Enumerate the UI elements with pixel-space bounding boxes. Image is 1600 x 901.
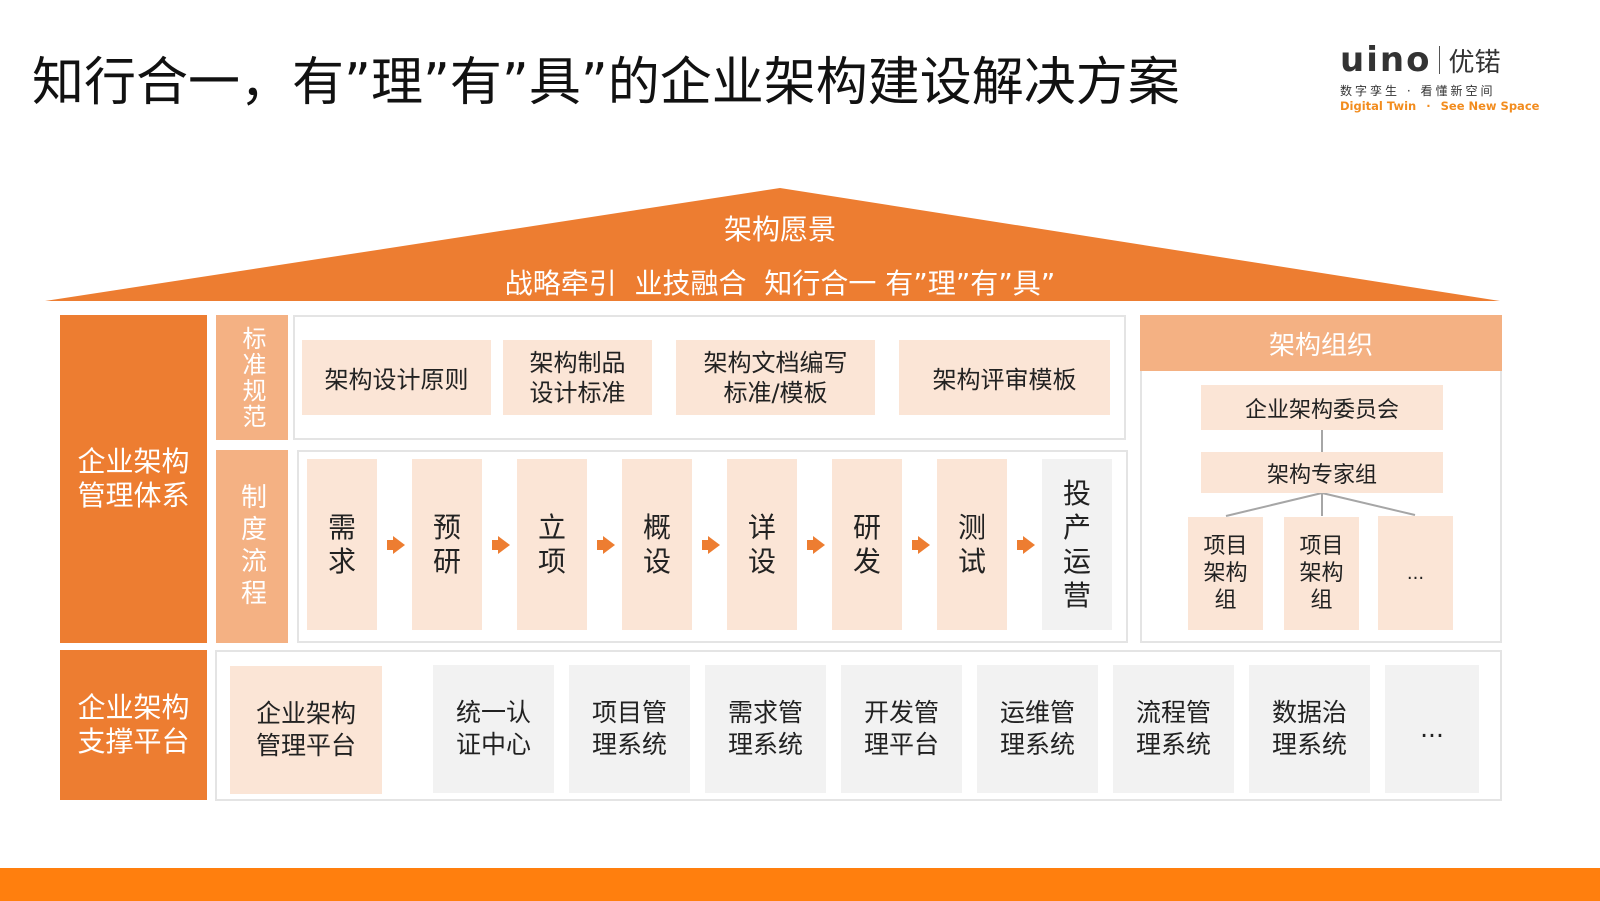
platform-item: 流程管理系统 xyxy=(1113,665,1234,793)
platform-item: 项目管理系统 xyxy=(569,665,690,793)
org-child: 项目架构组 xyxy=(1188,517,1263,630)
process-panel xyxy=(297,450,1128,643)
roof-triangle xyxy=(45,188,1500,301)
process-step: 立项 xyxy=(517,459,587,630)
platform-item: 开发管理平台 xyxy=(841,665,962,793)
logo-slogan-en-1: Digital Twin xyxy=(1340,99,1417,113)
process-step: 预研 xyxy=(412,459,482,630)
bottom-bar xyxy=(0,868,1600,901)
org-connectors xyxy=(1225,430,1416,517)
org-child: ... xyxy=(1378,516,1453,630)
platform-item: 数据治理系统 xyxy=(1249,665,1370,793)
logo-slogan-en-2: See New Space xyxy=(1440,99,1540,113)
platform-item: 统一认证中心 xyxy=(433,665,554,793)
platform-item: ... xyxy=(1385,665,1479,793)
arrow-right-icon xyxy=(597,536,615,554)
organization-header: 架构组织 xyxy=(1140,315,1502,371)
standards-label: 标准规范 xyxy=(216,315,288,440)
process-step: 详设 xyxy=(727,459,797,630)
process-step: 测试 xyxy=(937,459,1007,630)
process-step: 需求 xyxy=(307,459,377,630)
standard-item: 架构文档编写标准/模板 xyxy=(676,340,875,415)
standard-item: 架构设计原则 xyxy=(302,340,491,415)
platform-item: 运维管理系统 xyxy=(977,665,1098,793)
logo-cn: 优锘 xyxy=(1448,47,1501,78)
platform-label: 企业架构支撑平台 xyxy=(60,650,207,800)
logo-slogan-cn: 数字孪生 · 看懂新空间 xyxy=(1340,84,1496,98)
org-committee: 企业架构委员会 xyxy=(1201,385,1443,430)
page-title: 知行合一，有”理”有”具”的企业架构建设解决方案 xyxy=(32,53,1180,113)
standards-panel xyxy=(293,315,1126,440)
logo: UINO 优锘 数字孪生 · 看懂新空间 Digital Twin · See … xyxy=(1340,40,1539,113)
management-label: 企业架构管理体系 xyxy=(60,315,207,643)
platform-item: 企业架构管理平台 xyxy=(230,666,382,794)
roof-subtitle: 战略牵引 业技融合 知行合一 有”理”有”具” xyxy=(504,267,1056,300)
roof-title: 架构愿景 xyxy=(723,213,836,246)
platform-panel xyxy=(215,650,1502,801)
arrow-right-icon xyxy=(492,536,510,554)
standard-item: 架构评审模板 xyxy=(899,340,1110,415)
process-step: 投产运营 xyxy=(1042,459,1112,630)
arrow-right-icon xyxy=(387,536,405,554)
process-label: 制度流程 xyxy=(216,450,288,643)
logo-brand: UINO xyxy=(1340,40,1432,80)
process-step: 概设 xyxy=(622,459,692,630)
arrow-right-icon xyxy=(912,536,930,554)
platform-item: 需求管理系统 xyxy=(705,665,826,793)
standard-item: 架构制品设计标准 xyxy=(503,340,652,415)
arrow-right-icon xyxy=(702,536,720,554)
arrow-right-icon xyxy=(807,536,825,554)
process-step: 研发 xyxy=(832,459,902,630)
arrow-right-icon xyxy=(1017,536,1035,554)
logo-slogan-sep: · xyxy=(1426,99,1431,113)
org-expert-group: 架构专家组 xyxy=(1201,452,1443,493)
org-child: 项目架构组 xyxy=(1284,517,1359,630)
